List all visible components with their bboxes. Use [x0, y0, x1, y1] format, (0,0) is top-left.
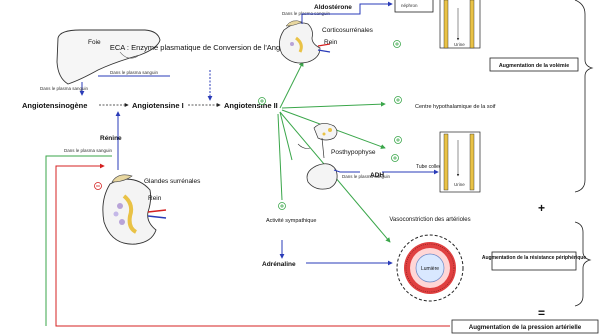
angiotensine-ii-label: Angiotensine II [224, 101, 278, 110]
resistance-brace [575, 222, 590, 306]
equals-sign: = [538, 306, 545, 320]
svg-text:Urine: Urine [454, 42, 465, 47]
angiotensine-i-label: Angiotensine I [132, 101, 184, 110]
adrenaline-label: Adrénaline [262, 261, 296, 268]
foie-label: Foie [88, 39, 101, 46]
adh-line [334, 170, 360, 172]
liver-plasma-note: Dans le plasma sanguin [110, 70, 159, 75]
kidney-illustration-left [103, 175, 166, 244]
corticosurrenales-label: Corticosurrénales [322, 27, 374, 34]
glandes-surrenales-label: Glandes surrénales [144, 178, 201, 185]
vasoconstriction-label: Vasoconstriction des artérioles [389, 217, 470, 223]
svg-text:Urine: Urine [454, 182, 465, 187]
centre-soif-label: Centre hypothalamique de la soif [415, 104, 496, 110]
angiotensinogene-label: Angiotensinogène [22, 101, 87, 110]
adh-plasma-note: Dans le plasma sanguin [342, 174, 391, 179]
liver-plasma-note-2: Dans le plasma sanguin [40, 86, 89, 91]
volemie-text: Augmentation de la volémie [499, 63, 569, 69]
rein-left-label: Rein [148, 195, 162, 202]
resistance-text: Augmentation de la résistance périphériq… [482, 255, 586, 261]
rein-top-label: Rein [324, 39, 338, 46]
aldosterone-label: Aldostérone [314, 4, 352, 11]
renine-label: Rénine [100, 135, 122, 142]
tube-collecteur-panel: Urine [440, 132, 480, 192]
lumiere-label: Lumière [421, 266, 439, 272]
activite-sympathique-label: Activité sympathique [266, 218, 316, 224]
volemie-brace [575, 0, 592, 192]
nephron-label: néphron [401, 3, 418, 8]
renin-plasma-note: Dans le plasma sanguin [64, 148, 113, 153]
posthypophyse-label: Posthypophyse [331, 149, 376, 156]
pression-text: Augmentation de la pression artérielle [469, 324, 582, 331]
plus-sign: + [538, 201, 545, 215]
